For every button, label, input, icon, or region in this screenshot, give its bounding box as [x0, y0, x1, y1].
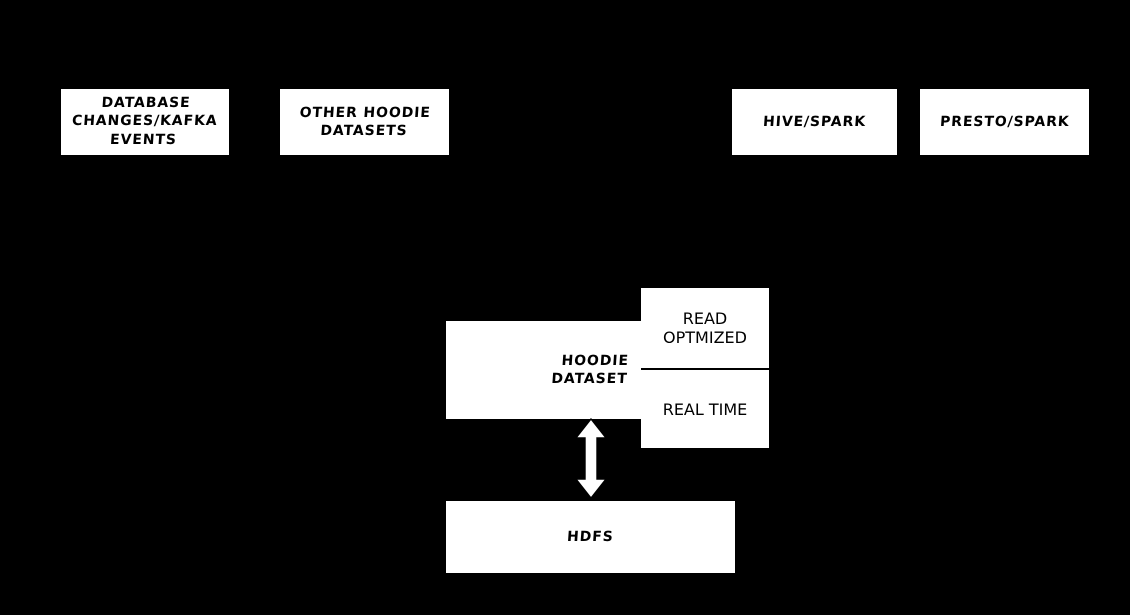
node-hive-spark[interactable]: HIVE/SPARK	[732, 89, 897, 155]
views-stack: READ OPTMIZED REAL TIME	[641, 288, 769, 448]
node-database-changes-kafka-events[interactable]: DATABASE CHANGES/KAFKA EVENTS	[61, 89, 229, 155]
node-hoodie-dataset[interactable]: HOODIE DATASET	[446, 321, 642, 419]
node-label: OTHER HOODIE DATASETS	[299, 104, 432, 139]
node-label: HDFS	[566, 528, 615, 545]
node-hdfs[interactable]: HDFS	[446, 501, 735, 573]
node-label: HIVE/SPARK	[762, 113, 867, 130]
view-real-time[interactable]: REAL TIME	[641, 370, 769, 448]
node-label: DATABASE CHANGES/KAFKA EVENTS	[71, 95, 219, 149]
view-label: READ OPTMIZED	[663, 309, 747, 347]
node-presto-spark[interactable]: PRESTO/SPARK	[920, 89, 1089, 155]
node-label: HOODIE DATASET	[550, 352, 630, 387]
node-other-hoodie-datasets[interactable]: OTHER HOODIE DATASETS	[280, 89, 449, 155]
view-read-optimized[interactable]: READ OPTMIZED	[641, 288, 769, 370]
arrow-dataset-to-hdfs-icon	[573, 417, 609, 500]
node-label: PRESTO/SPARK	[939, 113, 1070, 130]
view-label: REAL TIME	[662, 399, 748, 419]
